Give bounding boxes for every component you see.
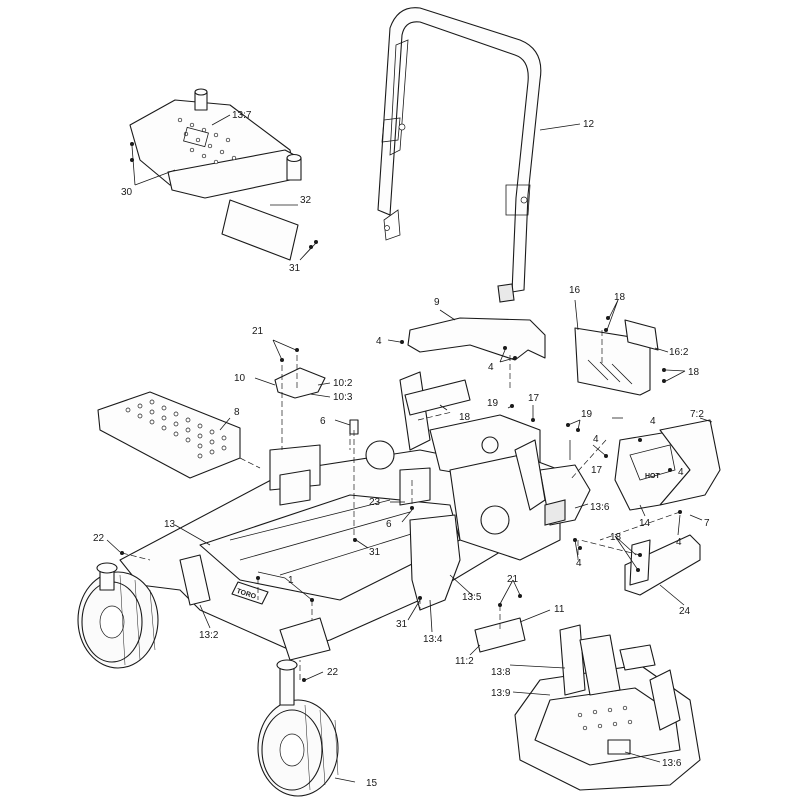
callout-4-g: 4 [576, 558, 582, 569]
seat-mount-bracket [400, 317, 546, 361]
callout-6-b: 6 [386, 519, 392, 530]
callout-9: 9 [434, 297, 440, 308]
callout-19-b: 19 [581, 409, 593, 420]
foot-plate [97, 391, 241, 479]
callout-19-a: 19 [487, 398, 499, 409]
right-hand-guard: HOT [604, 419, 721, 514]
callout-7: 7 [704, 518, 710, 529]
callout-4-f: 4 [676, 537, 682, 548]
callout-31-low: 31 [396, 619, 408, 630]
callout-4-a: 4 [376, 336, 382, 347]
control-bracket [274, 348, 326, 399]
callout-31-top: 31 [289, 263, 301, 274]
callout-31-mid: 31 [369, 547, 381, 558]
foot-platform-holes [177, 117, 237, 165]
leader-lines [106, 114, 713, 783]
callout-13-9: 13:9 [491, 688, 511, 699]
callout-13-5: 13:5 [462, 592, 482, 603]
callout-8: 8 [234, 407, 240, 418]
left-caster-wheel [77, 551, 159, 669]
callout-4-c: 4 [650, 416, 656, 427]
callout-18-a: 18 [614, 292, 626, 303]
callout-16-2: 16:2 [669, 347, 689, 358]
callout-10-3: 10:3 [333, 392, 353, 403]
callout-4-e: 4 [678, 467, 684, 478]
callout-13-4: 13:4 [423, 634, 443, 645]
main-frame: TORO [119, 371, 591, 661]
seat-frame-holes [577, 705, 633, 731]
fuel-tank-support-plate [574, 316, 666, 396]
callout-32: 32 [300, 195, 312, 206]
right-caster-wheel [257, 659, 339, 797]
callout-17-a: 17 [528, 393, 540, 404]
callout-18-b: 18 [688, 367, 700, 378]
callout-21-b: 21 [507, 574, 519, 585]
callout-11: 11 [554, 604, 565, 615]
callout-13: 13 [164, 519, 176, 530]
roll-bar [377, 7, 542, 303]
callout-12: 12 [583, 119, 595, 130]
rear-seat-frame [514, 624, 701, 791]
callout-6-a: 6 [320, 416, 326, 427]
cover-plate [474, 594, 526, 653]
callout-16: 16 [569, 285, 581, 296]
callout-10-2: 10:2 [333, 378, 353, 389]
callout-7-2: 7:2 [690, 409, 704, 420]
callout-14: 14 [639, 518, 651, 529]
callout-13-8: 13:8 [491, 667, 511, 678]
callout-4-d: 4 [593, 434, 599, 445]
callout-22-a: 22 [93, 533, 105, 544]
callout-11-2: 11:2 [455, 656, 474, 667]
callout-13-6-a: 13:6 [590, 502, 610, 513]
callout-21-a: 21 [252, 326, 264, 337]
callout-15: 15 [366, 778, 378, 789]
callout-13-7: 13:7 [232, 110, 252, 121]
callout-13-2: 13:2 [199, 630, 219, 641]
callout-1: 1 [288, 575, 294, 586]
assembly-dash-lines [121, 330, 681, 680]
front-foot-platform [129, 88, 318, 261]
callout-24: 24 [679, 606, 691, 617]
step-bracket [624, 534, 701, 596]
callout-labels: 12 13:7 30 32 31 9 4 4 16 18 16:2 18 21 … [93, 110, 710, 789]
callout-22-b: 22 [327, 667, 339, 678]
callout-18-d: 18 [610, 532, 622, 543]
foot-plate-holes [125, 399, 227, 459]
callout-30: 30 [121, 187, 133, 198]
callout-17-b: 17 [591, 465, 603, 476]
callout-4-b: 4 [488, 362, 494, 373]
guard-logo: HOT [645, 473, 661, 480]
callout-23: 23 [369, 497, 381, 508]
callout-18-c: 18 [459, 412, 471, 423]
callout-10: 10 [234, 373, 246, 384]
callout-13-6-b: 13:6 [662, 758, 682, 769]
